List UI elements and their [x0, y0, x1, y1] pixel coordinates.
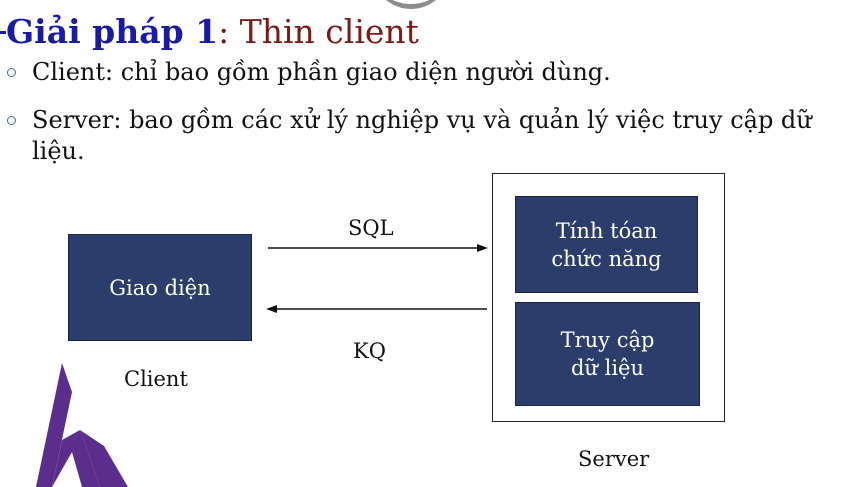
bullet-text: Client: chỉ bao gồm phần giao diện người…	[32, 58, 611, 86]
sql-arrow	[268, 244, 488, 252]
server-box-bottom: Truy cập dữ liệu	[515, 302, 700, 406]
title-rest: : Thin client	[218, 12, 419, 51]
client-box-label: Giao diện	[109, 275, 211, 300]
kq-arrow	[266, 305, 487, 313]
title-strong: Giải pháp 1	[6, 12, 219, 51]
sql-label: SQL	[348, 216, 394, 240]
decorative-arc	[372, 0, 450, 9]
slide-title: Giải pháp 1: Thin client	[6, 10, 419, 54]
client-label: Client	[124, 367, 188, 391]
kq-label: KQ	[353, 339, 386, 363]
title-tick-mark	[0, 31, 6, 34]
server-label: Server	[578, 447, 650, 471]
bullet-icon	[7, 68, 16, 77]
server-box-top-label: Tính tóan chức năng	[551, 218, 662, 271]
bullet-icon	[7, 116, 16, 125]
client-box: Giao diện	[68, 234, 252, 341]
server-box-bottom-label: Truy cập dữ liệu	[560, 328, 655, 380]
bullet-text: Server: bao gồm các xử lý nghiệp vụ và q…	[32, 106, 812, 165]
server-box-top: Tính tóan chức năng	[515, 196, 698, 293]
